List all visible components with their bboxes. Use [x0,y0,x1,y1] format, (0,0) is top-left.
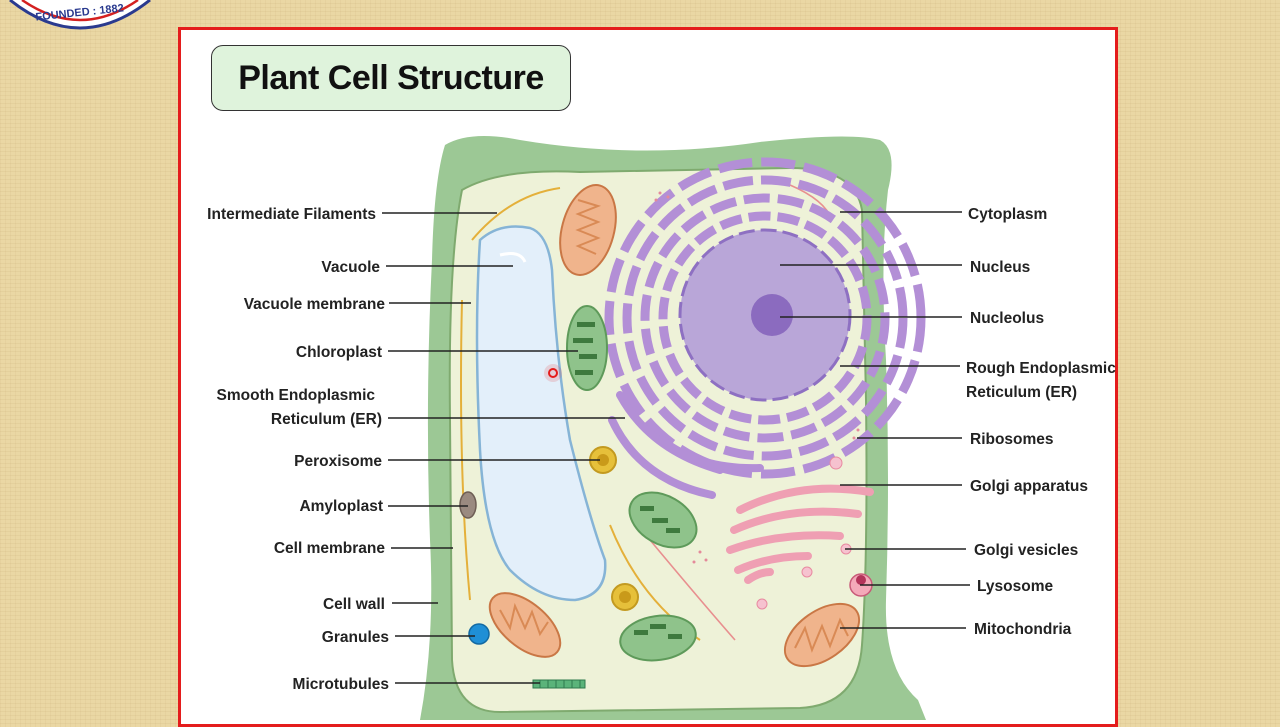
golgi-apparatus-shape [726,484,874,584]
golgi-vesicle-4 [756,598,768,610]
label-rough-er-line1: Rough Endoplasmic [966,360,1116,377]
cursor-pointer-dot [548,368,558,378]
label-chloroplast: Chloroplast [296,344,382,361]
rough-er-ring-3 [640,193,890,443]
microtubule-stripes [539,680,581,688]
label-nucleus: Nucleus [970,259,1030,276]
mitochondrion-bottom-right [783,602,861,668]
microtubule-shape [532,679,586,689]
rough-er-ring-outer [604,157,926,479]
title-box: Plant Cell Structure [211,45,571,111]
label-cell-membrane: Cell membrane [274,540,386,557]
golgi-vesicle-2 [829,456,843,470]
logo-seal-outer-ring [9,0,151,30]
vacuole-shape [475,225,607,602]
peroxisome-core-2 [619,591,631,603]
rough-er-ring-2 [622,175,908,461]
label-vacuole: Vacuole [321,259,380,276]
label-microtubules: Microtubules [293,676,389,693]
golgi-vesicle-3 [801,566,813,578]
label-cell-wall: Cell wall [323,596,385,613]
mitochondrion-bottom-left [488,592,562,658]
label-lysosome: Lysosome [977,578,1053,595]
amyloplast-shape [459,491,477,519]
chloroplast-1 [566,305,608,391]
vacuole-highlight [499,252,527,263]
college-logo: FOUNDED : 1882 [9,0,151,30]
label-rough-er-line2: Reticulum (ER) [966,384,1077,401]
chloroplast-3 [619,614,697,662]
nucleolus-shape [751,294,793,336]
label-ribosomes: Ribosomes [970,431,1054,448]
filament-5 [649,539,736,641]
label-nucleolus: Nucleolus [970,310,1044,327]
granule-shape [468,623,490,645]
ribosomes-dots [654,191,860,564]
label-vacuole-membrane: Vacuole membrane [244,296,386,313]
label-golgi-vesicles: Golgi vesicles [974,542,1078,559]
label-golgi-apparatus: Golgi apparatus [970,478,1088,495]
label-smooth-er-line2: Reticulum (ER) [271,411,382,428]
smooth-er-tube-3 [658,436,764,473]
label-mitochondria: Mitochondria [974,621,1072,638]
smooth-er-tube-2 [608,416,716,499]
peroxisome-core [597,454,609,466]
mitochondrion-top [559,184,617,276]
page-title: Plant Cell Structure [238,58,544,97]
chloroplast-2 [628,491,698,549]
label-granules: Granules [322,629,389,646]
label-amyloplast: Amyloplast [299,498,383,515]
label-intermediate-filaments: Intermediate Filaments [207,206,376,223]
logo-seal-red-ring [21,0,139,22]
label-cytoplasm: Cytoplasm [968,206,1047,223]
cursor-pointer-glow [544,364,562,382]
filament-1 [471,187,561,241]
rough-er-ring-4 [658,211,872,425]
lysosome-inner [856,575,866,585]
label-smooth-er-line1: Smooth Endoplasmic [217,387,376,404]
label-peroxisome: Peroxisome [294,453,382,470]
